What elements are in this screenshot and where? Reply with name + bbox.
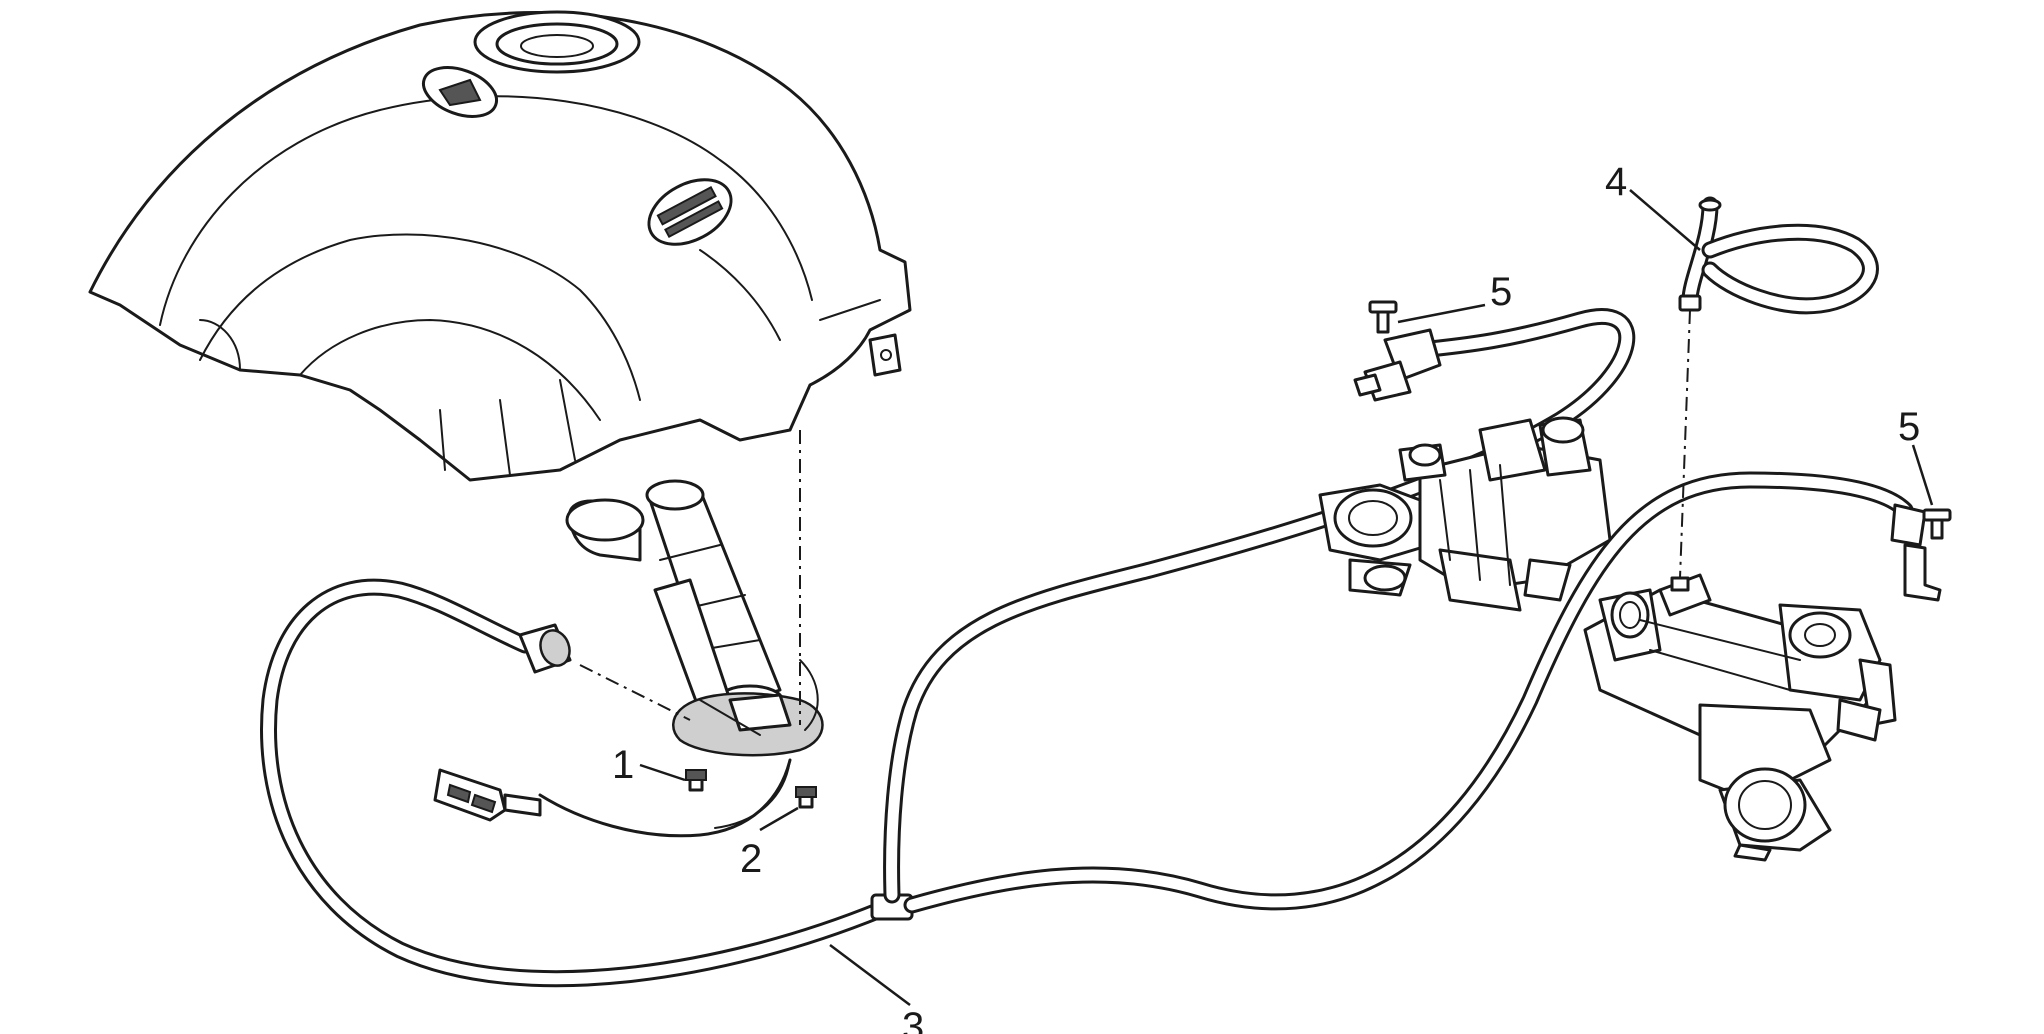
pump-bolt-2 <box>795 786 817 809</box>
callout-4: 4 <box>1605 160 1627 204</box>
right-injector-fitting <box>1890 503 1942 602</box>
assembly-guide-lines <box>579 309 1691 725</box>
screw-5-left <box>1368 300 1398 334</box>
callout-5-left: 5 <box>1490 270 1512 314</box>
callout-leaders <box>639 189 1934 1006</box>
screw-5-right <box>1922 508 1952 540</box>
callout-2: 2 <box>740 837 762 881</box>
left-throttle-body <box>1318 416 1612 612</box>
fuel-tank <box>88 10 912 482</box>
callout-1: 1 <box>612 743 634 787</box>
right-throttle-body <box>1583 573 1897 862</box>
callout-5-right: 5 <box>1898 405 1920 449</box>
left-injector-fitting <box>1353 328 1442 402</box>
vent-hose <box>1670 196 1879 592</box>
pump-bolt-1 <box>685 769 707 792</box>
callout-3: 3 <box>902 1005 924 1034</box>
fuel-delivery-hose <box>260 308 1914 988</box>
fuel-pump-assembly <box>433 479 824 838</box>
